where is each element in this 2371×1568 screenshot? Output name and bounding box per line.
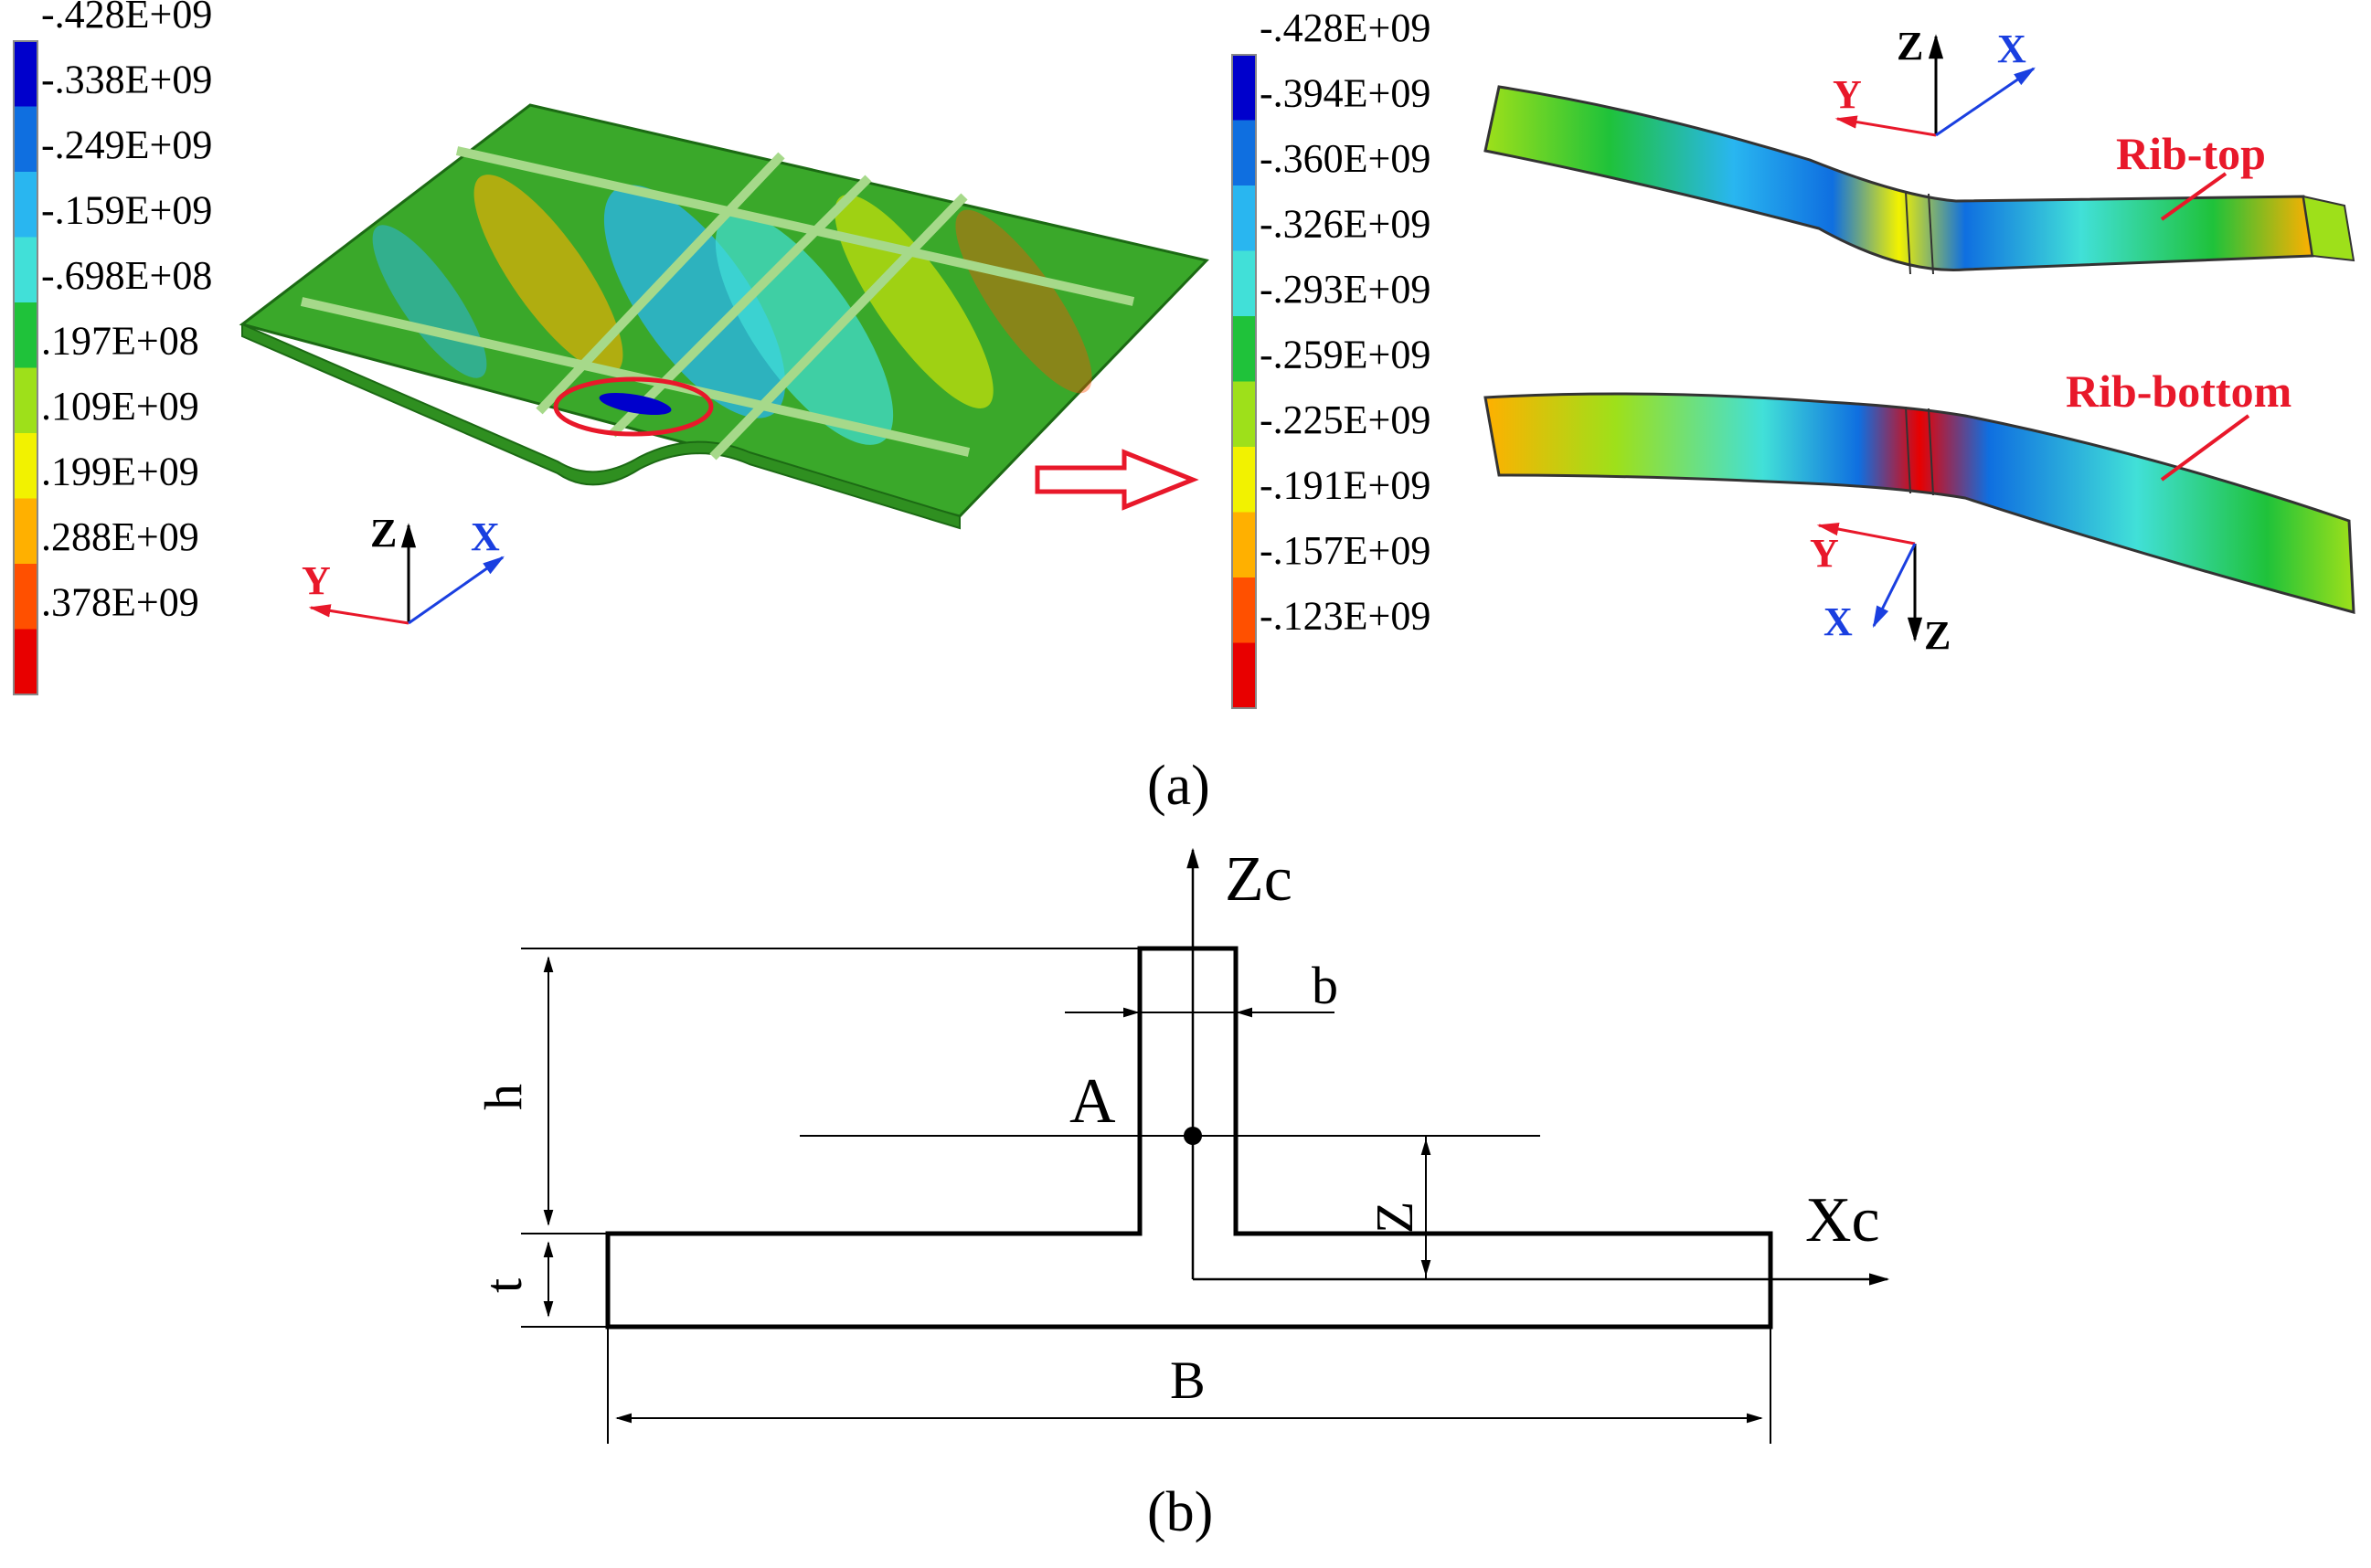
legend-left: -.428E+09 -.338E+09 -.249E+09 -.159E+09 -.69…	[13, 0, 212, 695]
B-label: B	[1170, 1351, 1206, 1410]
legend-right-label: -.123E+09	[1260, 594, 1430, 639]
triad-bottom-x-label: X	[1823, 599, 1853, 644]
caption-b: (b)	[1147, 1481, 1213, 1543]
legend-left-swatch	[14, 41, 37, 107]
legend-right-swatch	[1232, 55, 1256, 121]
panel-b-labels: Zc Xc b A h t Z B (b)	[473, 844, 1880, 1543]
legend-left-label: .199E+09	[41, 450, 199, 494]
legend-left-label: -.428E+09	[41, 0, 212, 37]
triad-left: Z Y X	[302, 511, 505, 625]
legend-left-swatch	[14, 237, 37, 302]
triad-bottom-z-label: Z	[1924, 613, 1951, 658]
legend-left-swatch	[14, 106, 37, 172]
rib-top-leader	[2160, 172, 2227, 221]
legend-right-label: -.428E+09	[1260, 5, 1430, 50]
triad-top-x-label: X	[1997, 26, 2026, 71]
rib-bottom-label: Rib-bottom	[2066, 366, 2291, 417]
triad-right-bottom: Z Y X	[1810, 522, 1951, 658]
a-label: A	[1069, 1066, 1116, 1137]
legend-right-swatch	[1232, 185, 1256, 251]
legend-left-label: .288E+09	[41, 514, 199, 559]
legend-right-labels: -.428E+09 -.394E+09 -.360E+09 -.326E+09 -.29…	[1260, 5, 1430, 639]
legend-right-swatch	[1232, 250, 1256, 316]
legend-left-colorbar	[13, 40, 38, 695]
legend-right-label: -.259E+09	[1260, 333, 1430, 377]
triad-right-top: Z Y X	[1833, 24, 2036, 137]
legend-left-label: .109E+09	[41, 384, 199, 429]
highlight-ellipse	[553, 376, 714, 437]
legend-right-label: -.225E+09	[1260, 397, 1430, 442]
legend-left-swatch	[14, 433, 37, 499]
legend-right-swatch	[1232, 316, 1256, 382]
xc-label: Xc	[1805, 1185, 1880, 1255]
zc-label: Zc	[1225, 844, 1292, 915]
h-label: h	[473, 1084, 533, 1110]
triad-top-z-label: Z	[1897, 24, 1923, 69]
rib-bottom-model	[1483, 392, 2355, 614]
triad-left-y-label: Y	[302, 558, 331, 603]
z-label: Z	[1365, 1202, 1424, 1234]
stiffened-plate	[239, 103, 1209, 530]
legend-left-swatch	[14, 629, 37, 694]
legend-left-swatch	[14, 498, 37, 564]
legend-left-label: -.159E+09	[41, 188, 212, 233]
legend-right-swatch	[1232, 577, 1256, 643]
caption-a: (a)	[1147, 755, 1210, 817]
triad-left-z-label: Z	[370, 511, 397, 556]
legend-right-label: -.360E+09	[1260, 136, 1430, 181]
legend-left-swatch	[14, 302, 37, 368]
triad-top-y-label: Y	[1833, 72, 1862, 117]
legend-right: -.428E+09 -.394E+09 -.360E+09 -.326E+09 -.29…	[1231, 5, 1430, 709]
legend-left-swatch	[14, 564, 37, 630]
legend-right-swatch	[1232, 120, 1256, 185]
legend-right-label: -.293E+09	[1260, 267, 1430, 312]
transition-arrow	[1035, 449, 1199, 511]
triad-bottom-y-label: Y	[1810, 531, 1839, 576]
legend-right-swatch	[1232, 381, 1256, 447]
panel-a: -.428E+09 -.338E+09 -.249E+09 -.159E+09 -.69…	[13, 0, 2355, 817]
rib-top-model	[1483, 85, 2355, 275]
legend-left-label: .378E+09	[41, 580, 199, 625]
legend-right-swatch	[1232, 512, 1256, 577]
legend-left-labels: -.428E+09 -.338E+09 -.249E+09 -.159E+09 -.69…	[41, 0, 212, 625]
legend-right-label: -.157E+09	[1260, 528, 1430, 573]
legend-left-label: -.338E+09	[41, 58, 212, 102]
legend-right-colorbar	[1231, 54, 1257, 709]
legend-left-label: -.698E+08	[41, 253, 212, 298]
triad-left-x-label: X	[471, 514, 500, 559]
legend-left-swatch	[14, 367, 37, 433]
panel-b	[521, 847, 1890, 1444]
legend-left-label: -.249E+09	[41, 122, 212, 167]
legend-left-swatch	[14, 172, 37, 238]
legend-right-label: -.191E+09	[1260, 463, 1430, 508]
legend-right-swatch	[1232, 447, 1256, 513]
rib-top-label: Rib-top	[2116, 128, 2266, 179]
t-label: t	[473, 1278, 533, 1293]
legend-right-swatch	[1232, 642, 1256, 708]
legend-right-label: -.326E+09	[1260, 202, 1430, 247]
centroid-point	[1184, 1127, 1202, 1145]
b-label: b	[1312, 956, 1338, 1015]
legend-right-label: -.394E+09	[1260, 71, 1430, 116]
rib-bottom-leader	[2160, 414, 2250, 482]
legend-left-label: .197E+08	[41, 319, 199, 364]
